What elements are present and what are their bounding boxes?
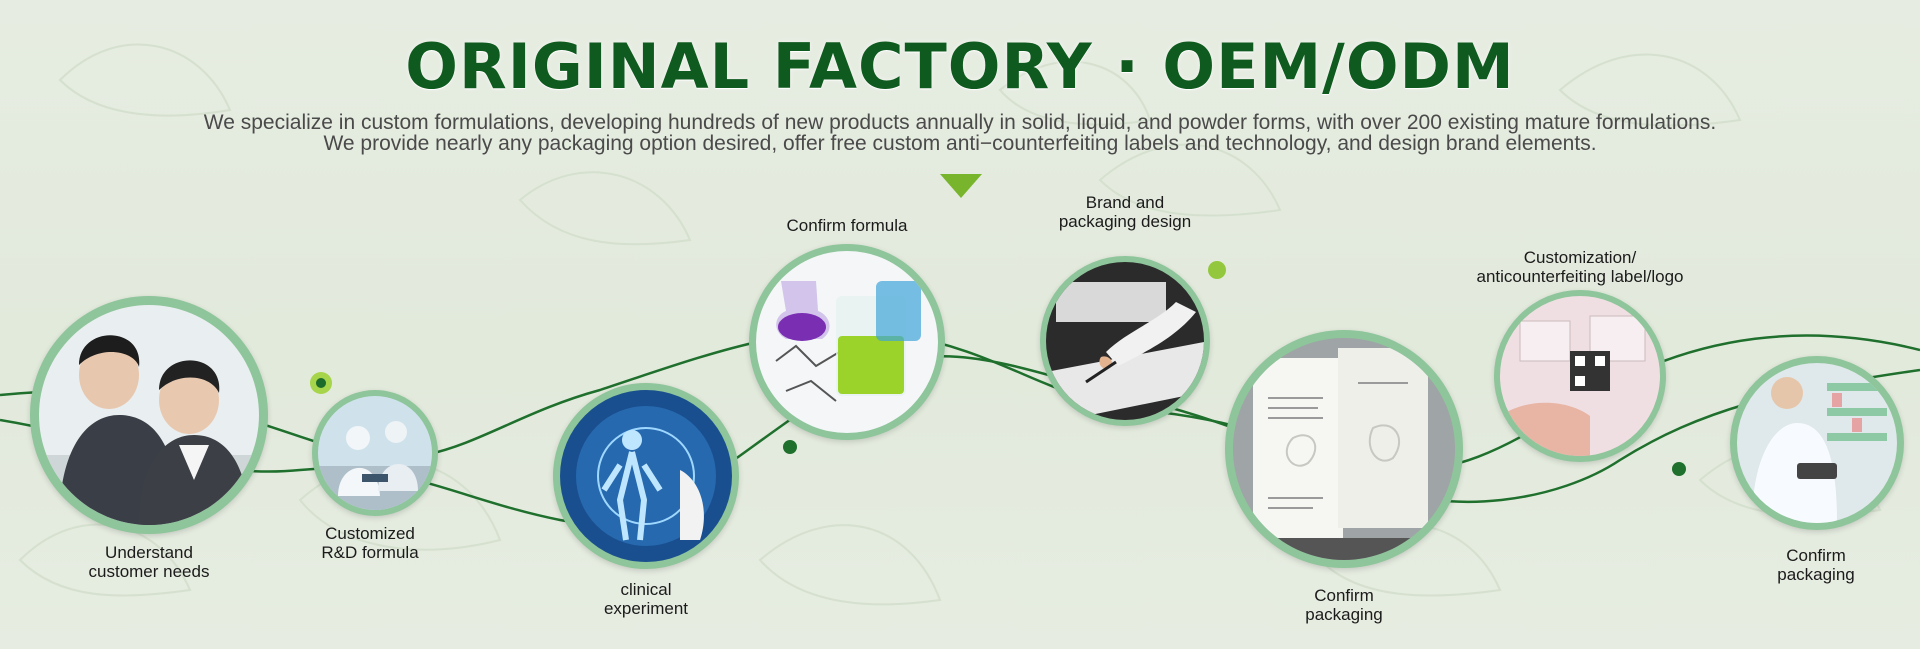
step-5-image	[1040, 256, 1210, 426]
decorative-dot-icon	[1208, 261, 1226, 279]
step-4-label-line1: Confirm formula	[786, 216, 908, 235]
chemistry-flasks-photo-icon	[756, 251, 938, 433]
decorative-dot-icon	[310, 372, 332, 394]
subtitle-line-2: We provide nearly any packaging option d…	[323, 132, 1597, 155]
pharmacy-doctor-photo-icon	[1737, 363, 1897, 523]
step-8-label-line1: Confirm	[1786, 546, 1846, 565]
step-2-label-line2: R&D formula	[321, 543, 419, 562]
step-4-image	[749, 244, 945, 440]
lab-researchers-photo-icon	[318, 396, 432, 510]
step-1-label-line2: customer needs	[88, 562, 210, 581]
customer-service-photo-icon	[39, 305, 259, 525]
decorative-dot-icon	[783, 440, 797, 454]
step-2-label: Customized R&D formula	[240, 524, 500, 562]
step-6-label: Confirm packaging	[1214, 586, 1474, 624]
step-3-label: clinical experiment	[516, 580, 776, 618]
packaging-box-photo-icon	[1233, 338, 1455, 560]
step-6-label-line2: packaging	[1305, 605, 1383, 624]
step-8-image	[1730, 356, 1904, 530]
step-7-label-line1: Customization/	[1523, 248, 1637, 267]
step-5-label-line1: Brand and	[1085, 193, 1165, 212]
step-7-label: Customization/ anticounterfeiting label/…	[1450, 248, 1710, 286]
step-5-label-line2: packaging design	[1058, 212, 1192, 231]
step-2-image	[312, 390, 438, 516]
step-1-image	[30, 296, 268, 534]
step-1-label-line1: Understand	[105, 543, 193, 562]
step-3-image	[553, 383, 739, 569]
down-arrow-icon	[940, 174, 982, 198]
step-1-label: Understand customer needs	[19, 543, 279, 581]
step-8-label-line2: packaging	[1777, 565, 1855, 584]
step-8-label: Confirm packaging	[1686, 546, 1920, 584]
step-7-image	[1494, 290, 1666, 462]
step-5-label: Brand and packaging design	[995, 193, 1255, 231]
decorative-dot-icon	[1672, 462, 1686, 476]
subtitle-line-1: We specialize in custom formulations, de…	[203, 111, 1717, 134]
step-3-label-line2: experiment	[603, 599, 689, 618]
qr-label-photo-icon	[1500, 296, 1660, 456]
step-4-label: Confirm formula	[717, 216, 977, 235]
step-2-label-line1: Customized	[325, 524, 415, 543]
step-3-label-line1: clinical	[620, 580, 672, 599]
step-6-label-line1: Confirm	[1314, 586, 1374, 605]
designer-drawing-photo-icon	[1046, 262, 1204, 420]
step-6-image	[1225, 330, 1463, 568]
digital-human-body-photo-icon	[560, 390, 732, 562]
step-7-label-line2: anticounterfeiting label/logo	[1476, 267, 1684, 286]
page-title: ORIGINAL FACTORY · OEM/ODM	[405, 30, 1515, 103]
